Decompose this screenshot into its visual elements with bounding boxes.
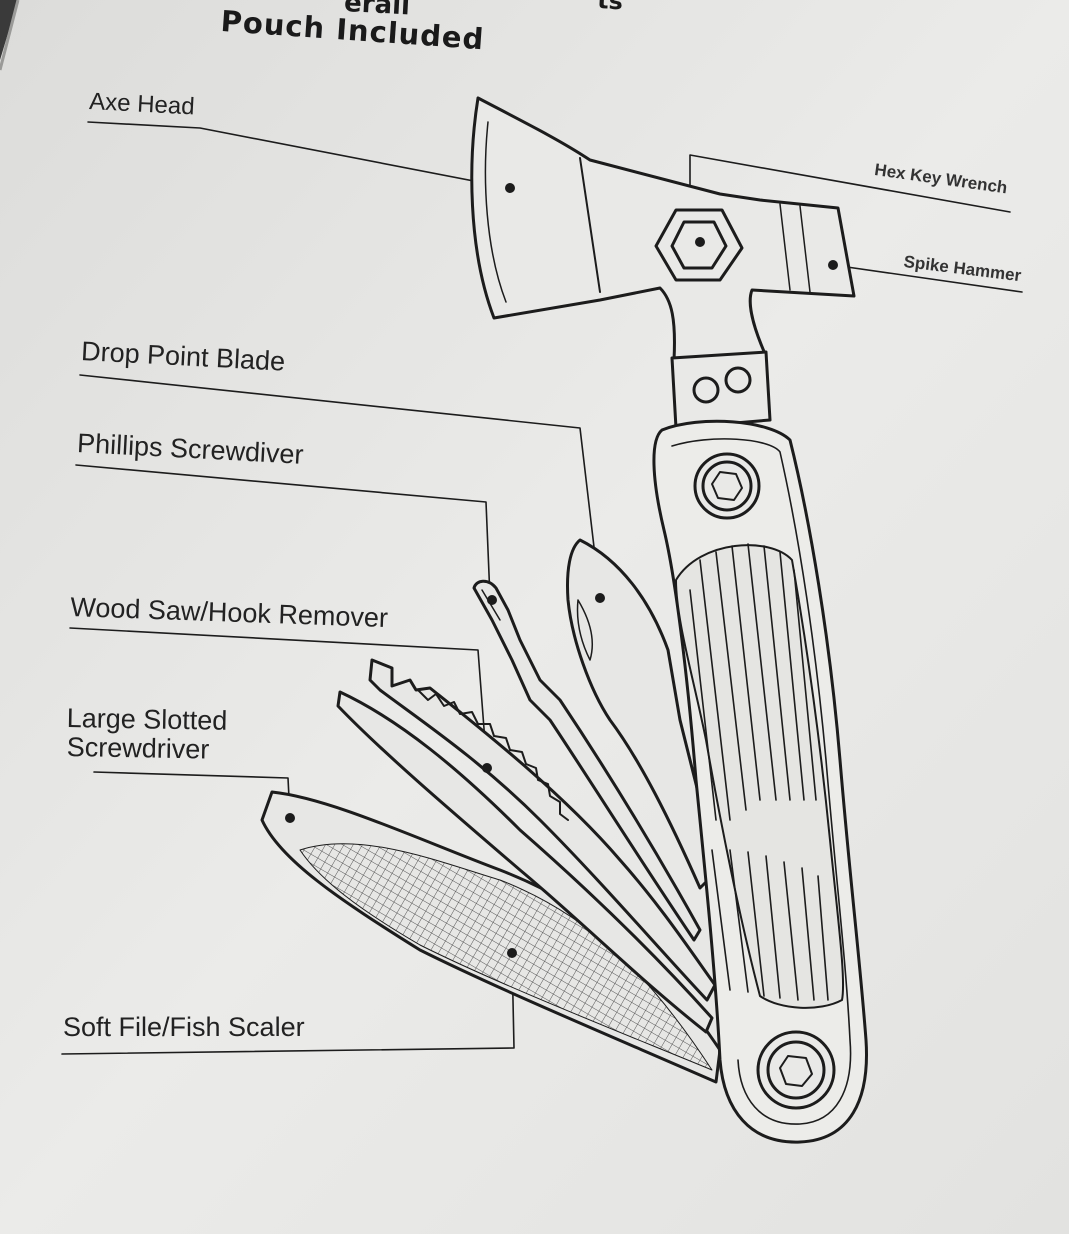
label-soft-file: Soft File/Fish Scaler bbox=[63, 1012, 305, 1042]
drop-point-blade-tool bbox=[566, 538, 710, 890]
pointer-dots bbox=[285, 183, 838, 958]
slotted-screwdriver-tool bbox=[336, 690, 714, 1034]
tool-neck bbox=[670, 350, 772, 430]
phillips-screwdriver-tool bbox=[472, 579, 702, 942]
axe-head bbox=[470, 96, 856, 362]
top-screw bbox=[693, 452, 761, 520]
grip-panel bbox=[675, 544, 845, 1009]
